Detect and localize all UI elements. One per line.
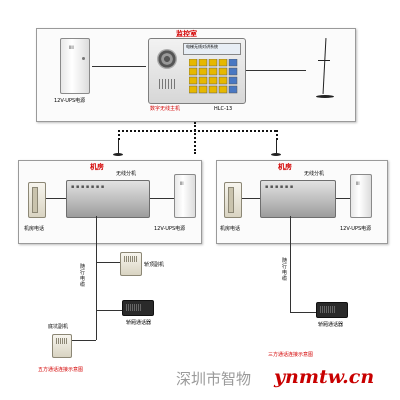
host-label: 数字无线主机 [150, 106, 181, 112]
keypad-key [198, 67, 208, 76]
host-model: HLC-13 [214, 106, 233, 112]
right-ups-power-supply: III [350, 174, 372, 218]
right-phone-handset-icon [228, 187, 234, 213]
right-wireless-splitter: ▪ ▪ ▪ ▪ ▪ ▪ [260, 180, 336, 218]
right-traveling-cable [290, 216, 291, 312]
right-intercom-grille-icon [320, 306, 336, 313]
keypad-key [228, 85, 238, 94]
left-car-top-branch [96, 262, 120, 263]
monitoring-room-title: 监控室 [176, 30, 197, 38]
left-pit-label: 底坑副机 [48, 324, 69, 330]
keypad-key [218, 76, 228, 85]
digital-wireless-host: 电梯无线对讲系统 [148, 38, 246, 104]
right-room-antenna-icon [276, 140, 277, 154]
right-splitter-label: 无线分机 [304, 171, 325, 177]
right-cable-label: 随行电缆 [282, 258, 288, 282]
left-room-antenna-base [113, 153, 123, 156]
left-cable-label: 随行电缆 [80, 264, 86, 288]
keypad-key [228, 76, 238, 85]
ups-host-connection [92, 66, 146, 67]
keypad-key [189, 85, 198, 94]
left-car-top-label: 轿顶副机 [144, 262, 165, 268]
left-intercom-branch [96, 310, 122, 311]
ups-indicator-icon [82, 57, 85, 60]
right-phone-splitter-connection [242, 198, 260, 199]
keypad-key [189, 67, 198, 76]
keypad-key [208, 59, 218, 67]
right-ups-front-text: III [356, 181, 360, 186]
left-traveling-cable [96, 216, 97, 340]
wireless-link-horizontal [118, 130, 276, 132]
keypad-key [208, 85, 218, 94]
right-splitter-face-text: ▪ ▪ ▪ ▪ ▪ ▪ [265, 184, 294, 190]
left-phone-label: 机房电话 [24, 226, 45, 232]
right-machine-room-phone [224, 182, 242, 218]
left-intercom-label: 轿厢通话器 [126, 320, 152, 326]
right-phone-label: 机房电话 [220, 226, 241, 232]
phone-handset-icon [32, 187, 38, 213]
keypad-key [208, 67, 218, 76]
keypad-key [189, 59, 198, 67]
right-intercom-label: 轿厢通话器 [318, 322, 344, 328]
ups-power-supply: IIII [60, 38, 90, 94]
keypad-key [218, 85, 228, 94]
keypad-key [208, 76, 218, 85]
keypad-key [218, 59, 228, 67]
top-antenna-base [316, 95, 334, 98]
right-splitter-ups-connection [336, 198, 350, 199]
wireless-link-left [118, 130, 120, 140]
left-splitter-label: 无线分机 [116, 171, 137, 177]
keypad-key [198, 85, 208, 94]
left-pit-branch [70, 340, 96, 341]
host-display-text: 电梯无线对讲系统 [186, 44, 218, 49]
host-speaker-icon [157, 49, 177, 69]
left-ups-front-text: III [180, 181, 184, 186]
watermark-site: ynmtw.cn [274, 366, 375, 388]
left-car-intercom [122, 300, 154, 316]
left-pit-unit [52, 334, 72, 358]
left-splitter-face-text: ▪ ▪ ▪ ▪ ▪ ▪ ▪ [71, 184, 105, 190]
right-room-antenna-base [271, 153, 281, 156]
ups-front-text: IIII [69, 45, 74, 50]
wireless-link-right [276, 130, 278, 140]
left-machine-room-phone [28, 182, 46, 218]
left-car-top-unit [120, 252, 142, 276]
wireless-link-vertical [194, 122, 196, 154]
right-room-title: 机房 [278, 163, 292, 171]
keypad-key [218, 67, 228, 76]
keypad-key [189, 76, 198, 85]
right-intercom-branch [290, 312, 316, 313]
keypad-key [228, 59, 238, 67]
left-splitter-ups-connection [150, 198, 174, 199]
top-antenna-whip [318, 60, 330, 61]
host-keypad [189, 59, 238, 94]
left-room-antenna-icon [118, 140, 119, 154]
pit-speaker-icon [56, 338, 68, 344]
keypad-key [198, 59, 208, 67]
keypad-key [198, 76, 208, 85]
left-caption: 五方通话连接示意图 [38, 367, 84, 373]
left-room-title: 机房 [90, 163, 104, 171]
car-top-speaker-icon [124, 256, 138, 262]
left-phone-splitter-connection [46, 198, 66, 199]
right-car-intercom [316, 302, 348, 318]
left-ups-power-supply: III [174, 174, 196, 218]
intercom-grille-icon [126, 304, 142, 311]
host-antenna-connection [246, 70, 306, 71]
left-wireless-splitter: ▪ ▪ ▪ ▪ ▪ ▪ ▪ [66, 180, 150, 218]
ups-label: 12V-UPS电源 [54, 98, 86, 104]
host-display: 电梯无线对讲系统 [183, 43, 241, 55]
left-ups-label: 12V-UPS电源 [154, 226, 186, 232]
host-mic-icon [159, 79, 175, 89]
right-ups-label: 12V-UPS电源 [340, 226, 372, 232]
watermark-company: 深圳市智物 [176, 370, 252, 388]
right-caption: 三方通话连接示意图 [268, 352, 314, 358]
keypad-key [228, 67, 238, 76]
